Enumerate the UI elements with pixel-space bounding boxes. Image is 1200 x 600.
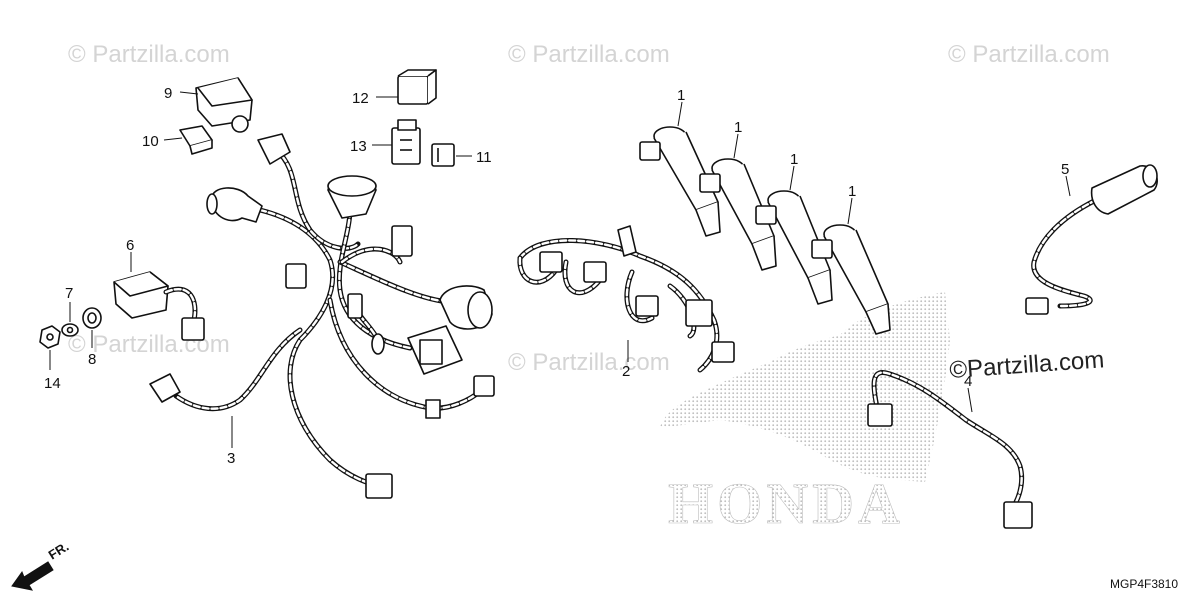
diagram-code: MGP4F3810 <box>1110 577 1178 591</box>
part-5-sensor-lead[interactable] <box>1025 164 1158 315</box>
callout-2: 2 <box>622 363 630 380</box>
callout-1d: 1 <box>848 183 856 200</box>
watermark-top-center: © Partzilla.com <box>508 41 670 68</box>
part-6-sensor-unit[interactable] <box>113 252 205 341</box>
callout-6: 6 <box>126 237 134 254</box>
callout-12: 12 <box>352 90 369 107</box>
callout-1a: 1 <box>677 87 685 104</box>
honda-wing-logo: HONDA <box>660 292 950 536</box>
watermark-top-right: © Partzilla.com <box>948 41 1110 68</box>
part-13-relay-socket[interactable] <box>372 119 421 165</box>
callout-3: 3 <box>227 450 235 467</box>
callout-14: 14 <box>44 375 61 392</box>
part-2-sub-harness[interactable] <box>517 225 735 373</box>
honda-logo-text: HONDA <box>668 471 904 536</box>
part-4-sensor-lead[interactable] <box>867 370 1033 529</box>
callout-10: 10 <box>142 133 159 150</box>
callout-4: 4 <box>964 373 972 390</box>
callout-9: 9 <box>164 85 172 102</box>
front-direction-indicator: FR. <box>11 539 72 591</box>
callout-7: 7 <box>65 285 73 302</box>
callout-13: 13 <box>350 138 367 155</box>
callout-5: 5 <box>1061 161 1069 178</box>
part-10-connector-cap[interactable] <box>163 125 213 155</box>
part-9-module[interactable] <box>179 77 253 133</box>
part-8-grommet[interactable] <box>82 307 102 348</box>
part-11-terminal-cover[interactable] <box>431 143 472 167</box>
fr-label: FR. <box>46 539 72 563</box>
part-1-ignition-coil-a[interactable] <box>639 101 721 237</box>
watermark-top-left: © Partzilla.com <box>68 41 230 68</box>
part-14-nut[interactable] <box>39 325 61 370</box>
part-1-ignition-coil-c[interactable] <box>755 165 833 305</box>
callout-1b: 1 <box>734 119 742 136</box>
front-direction-arrow-icon <box>11 561 54 591</box>
part-7-collar[interactable] <box>61 302 79 337</box>
part-3-main-wire-harness[interactable] <box>149 133 495 499</box>
part-12-relay[interactable] <box>376 69 437 105</box>
part-1-ignition-coil-d[interactable] <box>811 197 891 335</box>
callout-8: 8 <box>88 351 96 368</box>
callout-1c: 1 <box>790 151 798 168</box>
watermark-mid-center: © Partzilla.com <box>508 349 670 376</box>
callout-11: 11 <box>476 149 492 166</box>
